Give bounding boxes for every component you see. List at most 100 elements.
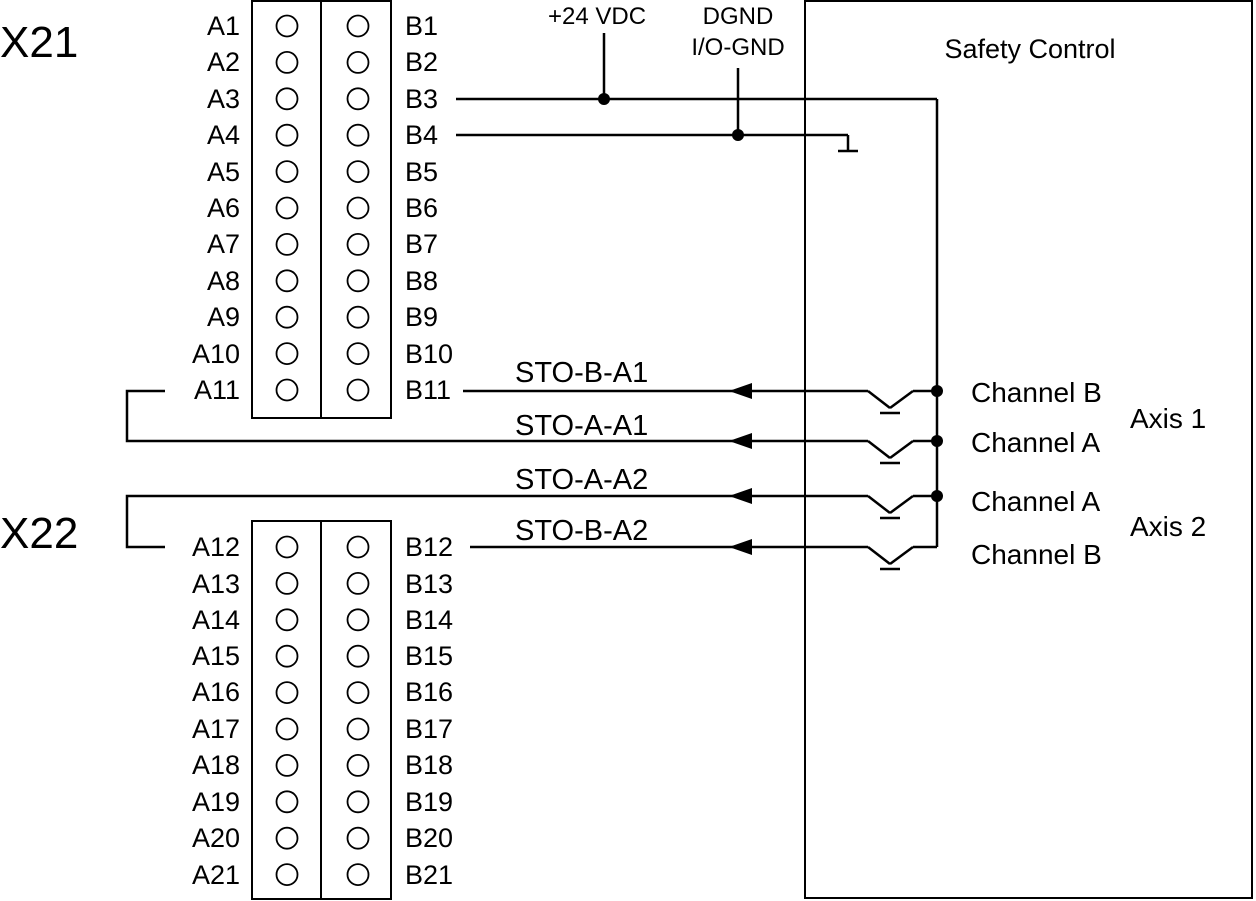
wire-sto-a-a2 bbox=[125, 494, 868, 549]
terminal-b2 bbox=[346, 51, 370, 74]
terminal-group bbox=[275, 14, 370, 402]
supply-24vdc-label: +24 VDC bbox=[548, 3, 646, 30]
pin-label-b9: B9 bbox=[405, 302, 438, 332]
transistor-collector bbox=[867, 546, 891, 565]
pin-label-a9: A9 bbox=[207, 302, 240, 332]
pin-label-a3: A3 bbox=[207, 84, 240, 114]
pin-label-b12: B12 bbox=[405, 532, 453, 562]
pin-label-b16: B16 bbox=[405, 677, 453, 707]
terminal-b17 bbox=[346, 717, 370, 741]
terminal-a7 bbox=[275, 232, 299, 256]
arrow-icon bbox=[729, 488, 752, 504]
transistor-collector bbox=[867, 495, 891, 514]
terminal-a3 bbox=[275, 87, 299, 111]
axis-label-1: Axis 1 bbox=[1130, 403, 1206, 434]
terminal-a16 bbox=[275, 681, 299, 704]
pin-label-a10: A10 bbox=[192, 339, 240, 369]
channel-label: Channel A bbox=[971, 427, 1101, 458]
junction-dot bbox=[732, 129, 744, 141]
terminal-b21 bbox=[346, 863, 370, 886]
pin-label-a6: A6 bbox=[207, 193, 240, 223]
terminal-a11 bbox=[275, 378, 299, 402]
terminal-a14 bbox=[275, 608, 299, 632]
connector-x22-label: X22 bbox=[0, 509, 78, 558]
terminal-a2 bbox=[275, 51, 299, 74]
pin-label-b1: B1 bbox=[405, 11, 438, 41]
pin-label-a8: A8 bbox=[207, 266, 240, 296]
terminal-a8 bbox=[275, 269, 299, 293]
terminal-a17 bbox=[275, 717, 299, 741]
terminal-group bbox=[275, 535, 370, 886]
pin-label-b3: B3 bbox=[405, 84, 438, 114]
terminal-b9 bbox=[346, 305, 370, 329]
pin-label-b8: B8 bbox=[405, 266, 438, 296]
terminal-a10 bbox=[275, 342, 299, 366]
supply-iognd-label: I/O-GND bbox=[691, 34, 784, 61]
pin-label-b5: B5 bbox=[405, 157, 438, 187]
terminal-b14 bbox=[346, 608, 370, 632]
terminal-b10 bbox=[346, 342, 370, 366]
terminal-a12 bbox=[275, 535, 299, 559]
junction-dot bbox=[931, 385, 943, 397]
pin-label-b6: B6 bbox=[405, 193, 438, 223]
safety-control-title: Safety Control bbox=[944, 34, 1115, 64]
pin-label-a5: A5 bbox=[207, 157, 240, 187]
pin-label-b10: B10 bbox=[405, 339, 453, 369]
axis-label-2: Axis 2 bbox=[1130, 511, 1206, 542]
pin-label-b7: B7 bbox=[405, 229, 438, 259]
pin-label-b18: B18 bbox=[405, 750, 453, 780]
signal-label-sto-b-a2: STO-B-A2 bbox=[515, 515, 648, 547]
pin-label-b2: B2 bbox=[405, 47, 438, 77]
terminal-a1 bbox=[275, 14, 299, 38]
supply-dgnd-label: DGND bbox=[703, 3, 774, 30]
pin-label-a16: A16 bbox=[192, 677, 240, 707]
terminal-b7 bbox=[346, 232, 370, 256]
junction-dot bbox=[931, 435, 943, 447]
terminal-a6 bbox=[275, 196, 299, 220]
terminal-b1 bbox=[346, 14, 370, 38]
channel-label: Channel B bbox=[971, 377, 1102, 408]
pin-label-a15: A15 bbox=[192, 641, 240, 671]
arrow-icon bbox=[729, 433, 752, 449]
pin-label-b11: B11 bbox=[405, 375, 451, 405]
terminal-a18 bbox=[275, 754, 299, 777]
terminal-b16 bbox=[346, 681, 370, 704]
terminal-b12 bbox=[346, 535, 370, 559]
pin-label-a7: A7 bbox=[207, 229, 240, 259]
pin-label-b4: B4 bbox=[405, 120, 438, 150]
terminal-a9 bbox=[275, 305, 299, 329]
pin-label-a4: A4 bbox=[207, 120, 240, 150]
pin-label-b21: B21 bbox=[405, 860, 453, 890]
supply-wiring bbox=[456, 33, 939, 547]
pin-label-a13: A13 bbox=[192, 569, 240, 599]
terminal-b5 bbox=[346, 160, 370, 184]
arrow-icon bbox=[729, 539, 752, 555]
pin-label-a21: A21 bbox=[192, 860, 240, 890]
pin-label-b15: B15 bbox=[405, 641, 453, 671]
signal-label-sto-a-a1: STO-A-A1 bbox=[515, 410, 648, 442]
connector-x21-label: X21 bbox=[0, 18, 78, 67]
terminal-b18 bbox=[346, 754, 370, 777]
transistor-emitter bbox=[889, 545, 914, 566]
terminal-b15 bbox=[346, 644, 370, 668]
terminal-b20 bbox=[346, 826, 370, 850]
transistor-collector bbox=[867, 440, 891, 459]
terminal-b13 bbox=[346, 572, 370, 595]
terminal-a13 bbox=[275, 572, 299, 595]
pin-label-a18: A18 bbox=[192, 750, 240, 780]
terminal-b8 bbox=[346, 269, 370, 293]
pin-label-a1: A1 bbox=[207, 11, 240, 41]
channel-label: Channel B bbox=[971, 539, 1102, 570]
pin-label-a11: A11 bbox=[194, 375, 240, 405]
terminal-b11 bbox=[346, 378, 370, 402]
terminal-block-x22 bbox=[251, 520, 392, 900]
terminal-b6 bbox=[346, 196, 370, 220]
pin-label-b13: B13 bbox=[405, 569, 453, 599]
junction-dot bbox=[598, 93, 610, 105]
terminal-a5 bbox=[275, 160, 299, 184]
arrow-icon bbox=[729, 383, 752, 399]
terminal-b4 bbox=[346, 123, 370, 147]
pin-label-a20: A20 bbox=[192, 823, 240, 853]
pin-label-b19: B19 bbox=[405, 787, 453, 817]
